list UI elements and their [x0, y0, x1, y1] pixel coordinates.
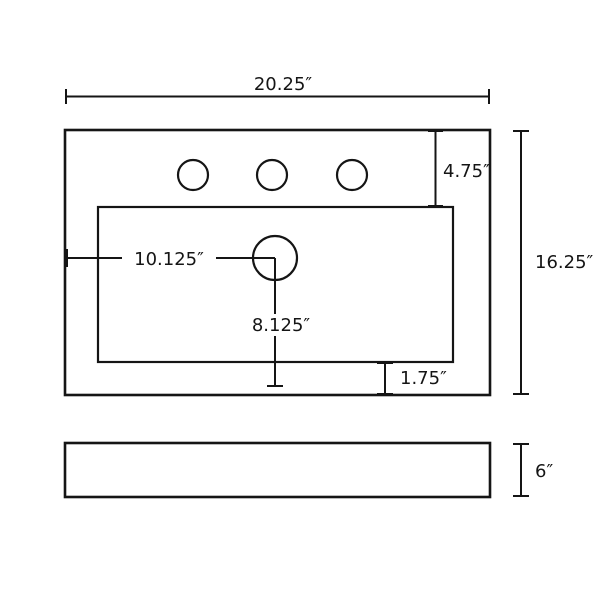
depth-dimension-label: 6″: [535, 461, 553, 482]
rim-gap-dimension: 1.75″: [377, 362, 447, 395]
faucet-hole-left: [176, 158, 210, 192]
hole-offset-dimension-label: 4.75″: [443, 161, 490, 182]
drain-horizontal-dimension-label: 10.125″: [134, 249, 204, 270]
width-dimension: 20.25″: [65, 74, 490, 104]
drain-vertical-dimension: 8.125″: [243, 258, 320, 387]
label-mask: [122, 246, 216, 269]
hole-offset-dimension: 4.75″: [428, 130, 490, 207]
side-view-outline: [63, 441, 492, 499]
faucet-hole-right: [335, 158, 369, 192]
height-dimension-label: 16.25″: [535, 252, 594, 273]
label-mask: [243, 314, 320, 336]
width-dimension-label: 20.25″: [254, 74, 313, 95]
side-view: [63, 441, 492, 499]
drain-horizontal-dimension: 10.125″: [66, 246, 275, 270]
height-dimension: 16.25″: [513, 130, 594, 395]
depth-dimension: 6″: [513, 443, 553, 497]
drain-vertical-dimension-label: 8.125″: [252, 315, 311, 336]
rim-gap-dimension-label: 1.75″: [400, 368, 447, 389]
faucet-hole-center: [255, 158, 289, 192]
